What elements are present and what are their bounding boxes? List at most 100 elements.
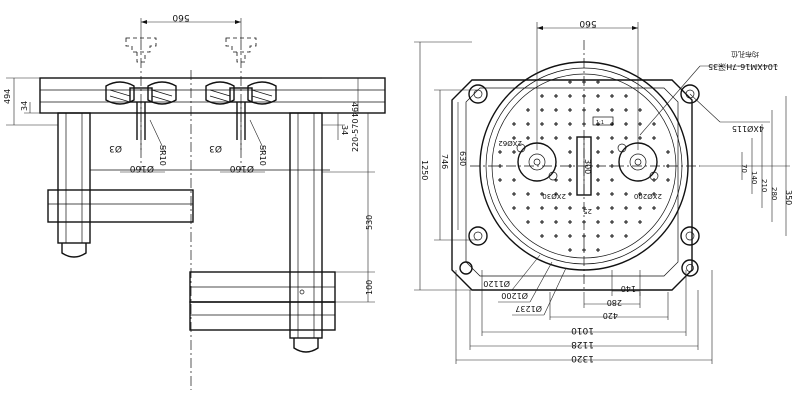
- hole-mark: [638, 192, 642, 196]
- hole-mark: [540, 220, 544, 224]
- plan-dim-560: 560: [579, 18, 596, 28]
- hole-mark: [596, 150, 600, 154]
- side-dim-494-right: 494: [350, 102, 359, 117]
- hole-mark: [554, 192, 558, 196]
- left-phi3-label: Ø3: [109, 143, 122, 154]
- hole-mark: [582, 122, 586, 126]
- hole-mark: [582, 234, 586, 238]
- hole-mark: [596, 164, 600, 168]
- hole-mark: [638, 122, 642, 126]
- hole-mark: [568, 164, 572, 168]
- hole-mark: [554, 108, 558, 112]
- hole-mark: [582, 94, 586, 98]
- side-dim-34-right: 34: [340, 125, 349, 135]
- hole-mark: [596, 234, 600, 238]
- plan-right-70: 70: [740, 164, 748, 173]
- hole-mark: [512, 150, 516, 154]
- plan-dim-300: 300: [583, 159, 592, 174]
- hole-mark: [652, 192, 656, 196]
- hole-mark: [624, 94, 628, 98]
- plan-dim-25: 25: [583, 207, 592, 215]
- hole-mark: [498, 164, 502, 168]
- hole-mark: [568, 80, 572, 84]
- hole-mark: [610, 150, 614, 154]
- side-dim-494-left: 494: [3, 89, 12, 104]
- hole-mark: [512, 136, 516, 140]
- side-dim-100: 100: [365, 280, 374, 295]
- side-dim-34-left: 34: [20, 101, 29, 111]
- hole-mark: [512, 206, 516, 210]
- hole-mark: [568, 220, 572, 224]
- hole-mark: [652, 122, 656, 126]
- hole-mark: [498, 178, 502, 182]
- hole-mark: [540, 192, 544, 196]
- hole-mark: [512, 178, 516, 182]
- hole-mark: [526, 220, 530, 224]
- plan-bottom-280: 280: [607, 298, 622, 307]
- hole-mark: [540, 234, 544, 238]
- plan-phi1237: Ø1237: [515, 304, 542, 314]
- hole-mark: [554, 136, 558, 140]
- side-dim-560: 560: [172, 12, 189, 22]
- hole-mark: [568, 150, 572, 154]
- hole-mark: [540, 206, 544, 210]
- hole-mark: [554, 234, 558, 238]
- plan-dim-746: 746: [440, 154, 449, 169]
- hole-mark: [596, 80, 600, 84]
- hole-mark: [596, 192, 600, 196]
- plan-view: 300 1:1 2XØ62 2XØ30 2XØ200 25 560 104XM1…: [414, 18, 793, 364]
- hole-mark: [610, 94, 614, 98]
- plan-right-140: 140: [750, 171, 758, 184]
- hole-mark: [638, 206, 642, 210]
- hole-mark: [596, 136, 600, 140]
- hole-mark: [638, 136, 642, 140]
- hole-mark: [582, 248, 586, 252]
- plan-thread-spec: 104XM16-7H深35: [708, 62, 778, 71]
- hole-mark: [582, 220, 586, 224]
- plan-phi1200: Ø1200: [501, 291, 528, 301]
- plan-right-350: 350: [784, 190, 793, 205]
- side-dim-220-570: 220-570: [351, 119, 360, 152]
- hole-mark: [540, 122, 544, 126]
- plan-bottom-420: 420: [603, 311, 618, 320]
- left-sr10-label: SR10: [158, 145, 167, 166]
- hole-mark: [554, 206, 558, 210]
- plan-phi1120: Ø1120: [483, 279, 510, 289]
- hole-mark: [596, 94, 600, 98]
- hole-mark: [638, 220, 642, 224]
- hole-mark: [568, 234, 572, 238]
- left-phi160-label: Ø160: [129, 163, 154, 174]
- hole-mark: [582, 108, 586, 112]
- side-dim-530: 530: [365, 215, 374, 230]
- plan-dim-1250: 1250: [420, 160, 429, 180]
- hole-mark: [624, 234, 628, 238]
- hole-mark: [526, 136, 530, 140]
- plan-dim-630: 630: [458, 151, 467, 166]
- plan-bottom-1320: 1320: [571, 353, 594, 363]
- hole-mark: [582, 206, 586, 210]
- hole-mark: [568, 136, 572, 140]
- hole-mark: [610, 122, 614, 126]
- plan-right-280: 280: [770, 187, 778, 200]
- hole-mark: [568, 108, 572, 112]
- right-phi160-label: Ø160: [229, 163, 254, 174]
- hole-mark: [568, 206, 572, 210]
- hole-mark: [554, 122, 558, 126]
- hole-mark: [610, 164, 614, 168]
- hole-mark: [652, 136, 656, 140]
- hole-mark: [568, 122, 572, 126]
- hole-mark: [526, 108, 530, 112]
- hole-mark: [568, 94, 572, 98]
- hole-mark: [666, 164, 670, 168]
- hole-mark: [624, 136, 628, 140]
- hole-mark: [582, 80, 586, 84]
- hole-mark: [624, 122, 628, 126]
- plan-bottom-1010: 1010: [571, 325, 594, 335]
- hole-mark: [568, 248, 572, 252]
- hole-mark: [540, 108, 544, 112]
- hole-mark: [540, 94, 544, 98]
- hole-mark: [610, 108, 614, 112]
- plan-right-210: 210: [760, 179, 768, 192]
- hole-mark: [498, 150, 502, 154]
